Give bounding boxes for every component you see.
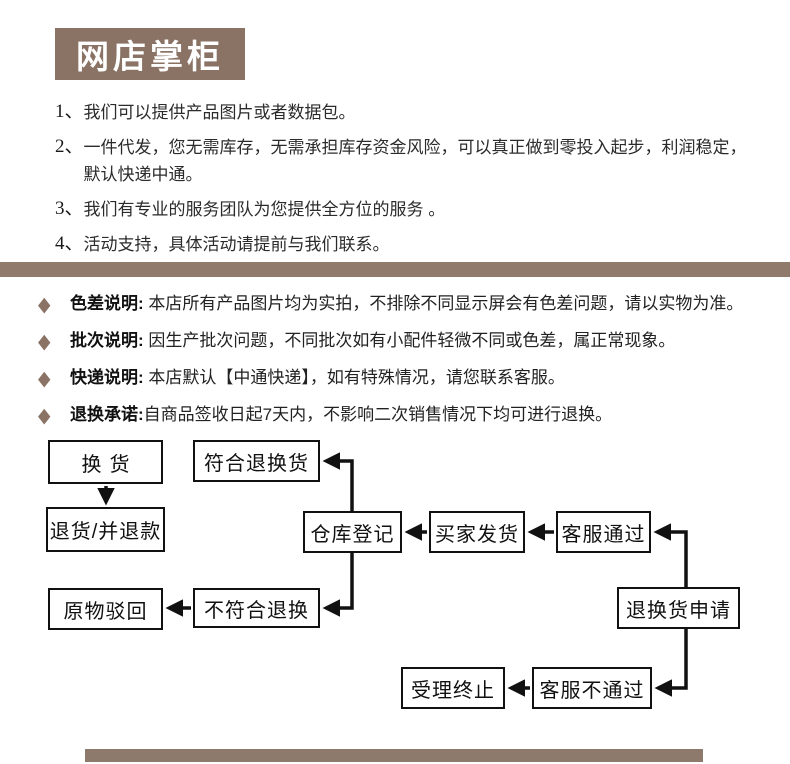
flow-node-reject: 原物驳回 bbox=[48, 588, 163, 630]
notice-list: ◆ 色差说明: 本店所有产品图片均为实拍，不排除不同显示屏会有色差问题，请以实物… bbox=[38, 293, 773, 441]
notice-text: 因生产批次问题，不同批次如有小配件轻微不同或色差，属正常现象。 bbox=[143, 331, 676, 350]
intro-item: 3、 我们有专业的服务团队为您提供全方位的服务 。 bbox=[55, 196, 757, 223]
notice-content: 色差说明: 本店所有产品图片均为实拍，不排除不同显示屏会有色差问题，请以实物为准… bbox=[70, 293, 743, 315]
notice-item: ◆ 快递说明: 本店默认【中通快递】，如有特殊情况，请您联系客服。 bbox=[38, 366, 773, 390]
notice-title: 快递说明: bbox=[70, 368, 144, 387]
flow-node-exchange: 换货 bbox=[48, 440, 163, 484]
notice-content: 退换承诺:自商品签收日起7天内，不影响二次销售情况下均可进行退换。 bbox=[70, 404, 612, 426]
intro-item-text: 我们有专业的服务团队为您提供全方位的服务 。 bbox=[83, 200, 446, 219]
intro-item-text: 一件代发，您无需库存，无需承担库存资金风险，可以真正做到零投入起步，利润稳定，默… bbox=[83, 138, 747, 184]
notice-text: 自商品签收日起7天内，不影响二次销售情况下均可进行退换。 bbox=[143, 405, 613, 424]
intro-item-number: 2、 bbox=[55, 136, 84, 157]
flow-node-cs-pass: 客服通过 bbox=[556, 511, 651, 553]
notice-content: 快递说明: 本店默认【中通快递】，如有特殊情况，请您联系客服。 bbox=[70, 367, 565, 389]
intro-item-number: 3、 bbox=[55, 198, 84, 219]
intro-item-number: 1、 bbox=[55, 101, 84, 122]
intro-item: 1、 我们可以提供产品图片或者数据包。 bbox=[55, 99, 757, 126]
store-title-banner: 网店掌柜 bbox=[55, 28, 245, 80]
bottom-accent-bar bbox=[85, 749, 703, 762]
notice-title: 退换承诺: bbox=[70, 405, 144, 424]
diamond-bullet-icon: ◆ bbox=[38, 292, 51, 316]
flow-node-cs-fail: 客服不通过 bbox=[532, 667, 652, 709]
notice-text: 本店所有产品图片均为实拍，不排除不同显示屏会有色差问题，请以实物为准。 bbox=[143, 294, 744, 313]
intro-item: 4、 活动支持，具体活动请提前与我们联系。 bbox=[55, 231, 757, 258]
notice-text: 本店默认【中通快递】，如有特殊情况，请您联系客服。 bbox=[143, 368, 565, 387]
notice-content: 批次说明: 因生产批次问题，不同批次如有小配件轻微不同或色差，属正常现象。 bbox=[70, 330, 675, 352]
notice-title: 色差说明: bbox=[70, 294, 144, 313]
flow-node-terminate: 受理终止 bbox=[401, 667, 505, 709]
flow-node-refund: 退货/并退款 bbox=[46, 507, 165, 552]
section-divider-bar bbox=[0, 262, 790, 277]
intro-list: 1、 我们可以提供产品图片或者数据包。 2、 一件代发，您无需库存，无需承担库存… bbox=[55, 99, 757, 266]
notice-item: ◆ 退换承诺:自商品签收日起7天内，不影响二次销售情况下均可进行退换。 bbox=[38, 403, 773, 427]
arrow-apply-to-csfail bbox=[654, 629, 688, 697]
notice-item: ◆ 批次说明: 因生产批次问题，不同批次如有小配件轻微不同或色差，属正常现象。 bbox=[38, 329, 773, 353]
diamond-bullet-icon: ◆ bbox=[38, 329, 51, 353]
notice-item: ◆ 色差说明: 本店所有产品图片均为实拍，不排除不同显示屏会有色差问题，请以实物… bbox=[38, 292, 773, 316]
arrow-warehouse-to-qualified bbox=[322, 452, 354, 511]
arrow-warehouse-to-unqualified bbox=[322, 553, 354, 617]
flow-node-warehouse: 仓库登记 bbox=[303, 511, 402, 553]
flow-node-buyer-ship: 买家发货 bbox=[429, 511, 525, 553]
diamond-bullet-icon: ◆ bbox=[38, 403, 51, 427]
intro-item-number: 4、 bbox=[55, 233, 84, 254]
intro-item-text: 活动支持，具体活动请提前与我们联系。 bbox=[83, 235, 390, 254]
arrow-apply-to-cspass bbox=[653, 523, 688, 587]
intro-item: 2、 一件代发，您无需库存，无需承担库存资金风险，可以真正做到零投入起步，利润稳… bbox=[55, 134, 757, 188]
store-title: 网店掌柜 bbox=[76, 38, 224, 75]
diamond-bullet-icon: ◆ bbox=[38, 366, 51, 390]
flow-node-unqualified: 不符合退换 bbox=[193, 588, 320, 628]
intro-item-text: 我们可以提供产品图片或者数据包。 bbox=[83, 103, 356, 122]
flow-node-apply: 退换货申请 bbox=[617, 587, 740, 629]
notice-title: 批次说明: bbox=[70, 331, 144, 350]
flowchart-arrows bbox=[97, 452, 688, 697]
flow-node-qualified: 符合退换货 bbox=[193, 440, 320, 482]
return-exchange-flowchart: 换货 符合退换货 退货/并退款 仓库登记 买家发货 客服通过 原物驳回 不符合退… bbox=[0, 430, 790, 730]
